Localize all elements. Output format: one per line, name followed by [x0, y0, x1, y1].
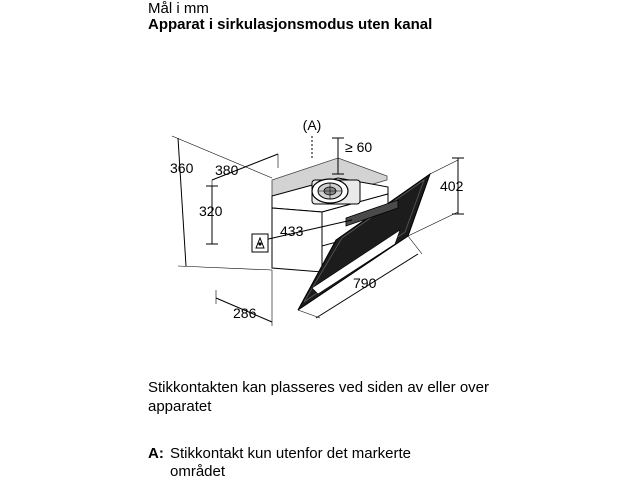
- dim-line-286: [215, 297, 273, 323]
- dim-label-320: 320: [199, 203, 223, 219]
- dim-label-402: 402: [440, 178, 464, 194]
- dim-label-380: 380: [215, 162, 239, 178]
- socket-marker-label: (A): [303, 117, 322, 133]
- dim-line-790: [315, 253, 419, 319]
- clearance-label: ≥ 60: [345, 139, 372, 155]
- socket-position-note: Stikkontakten kan plasseres ved siden av…: [148, 379, 490, 415]
- glass-panel-frame: [303, 178, 425, 303]
- legend-text: Stikkontakt kun utenfor det markerte omr…: [170, 445, 411, 480]
- dim-label-360: 360: [170, 160, 194, 176]
- legend-key: A:: [148, 445, 164, 462]
- fan-unit: [311, 178, 361, 205]
- clearance-dimension: [332, 137, 344, 175]
- glass-reflection: [311, 229, 401, 295]
- grease-filter: [345, 199, 399, 227]
- dim-line-360: [177, 137, 187, 267]
- unit-label: Mål i mm: [148, 0, 209, 17]
- wall-socket-icon: [251, 233, 269, 253]
- diagram-title: Apparat i sirkulasjonsmodus uten kanal: [148, 16, 433, 33]
- dim-line-380: [211, 153, 279, 181]
- hood-body-side: [271, 207, 323, 273]
- dim-label-790: 790: [353, 275, 377, 291]
- dim-label-286: 286: [233, 305, 257, 321]
- dim-line-433: [263, 219, 353, 241]
- dim-label-433: 433: [280, 223, 304, 239]
